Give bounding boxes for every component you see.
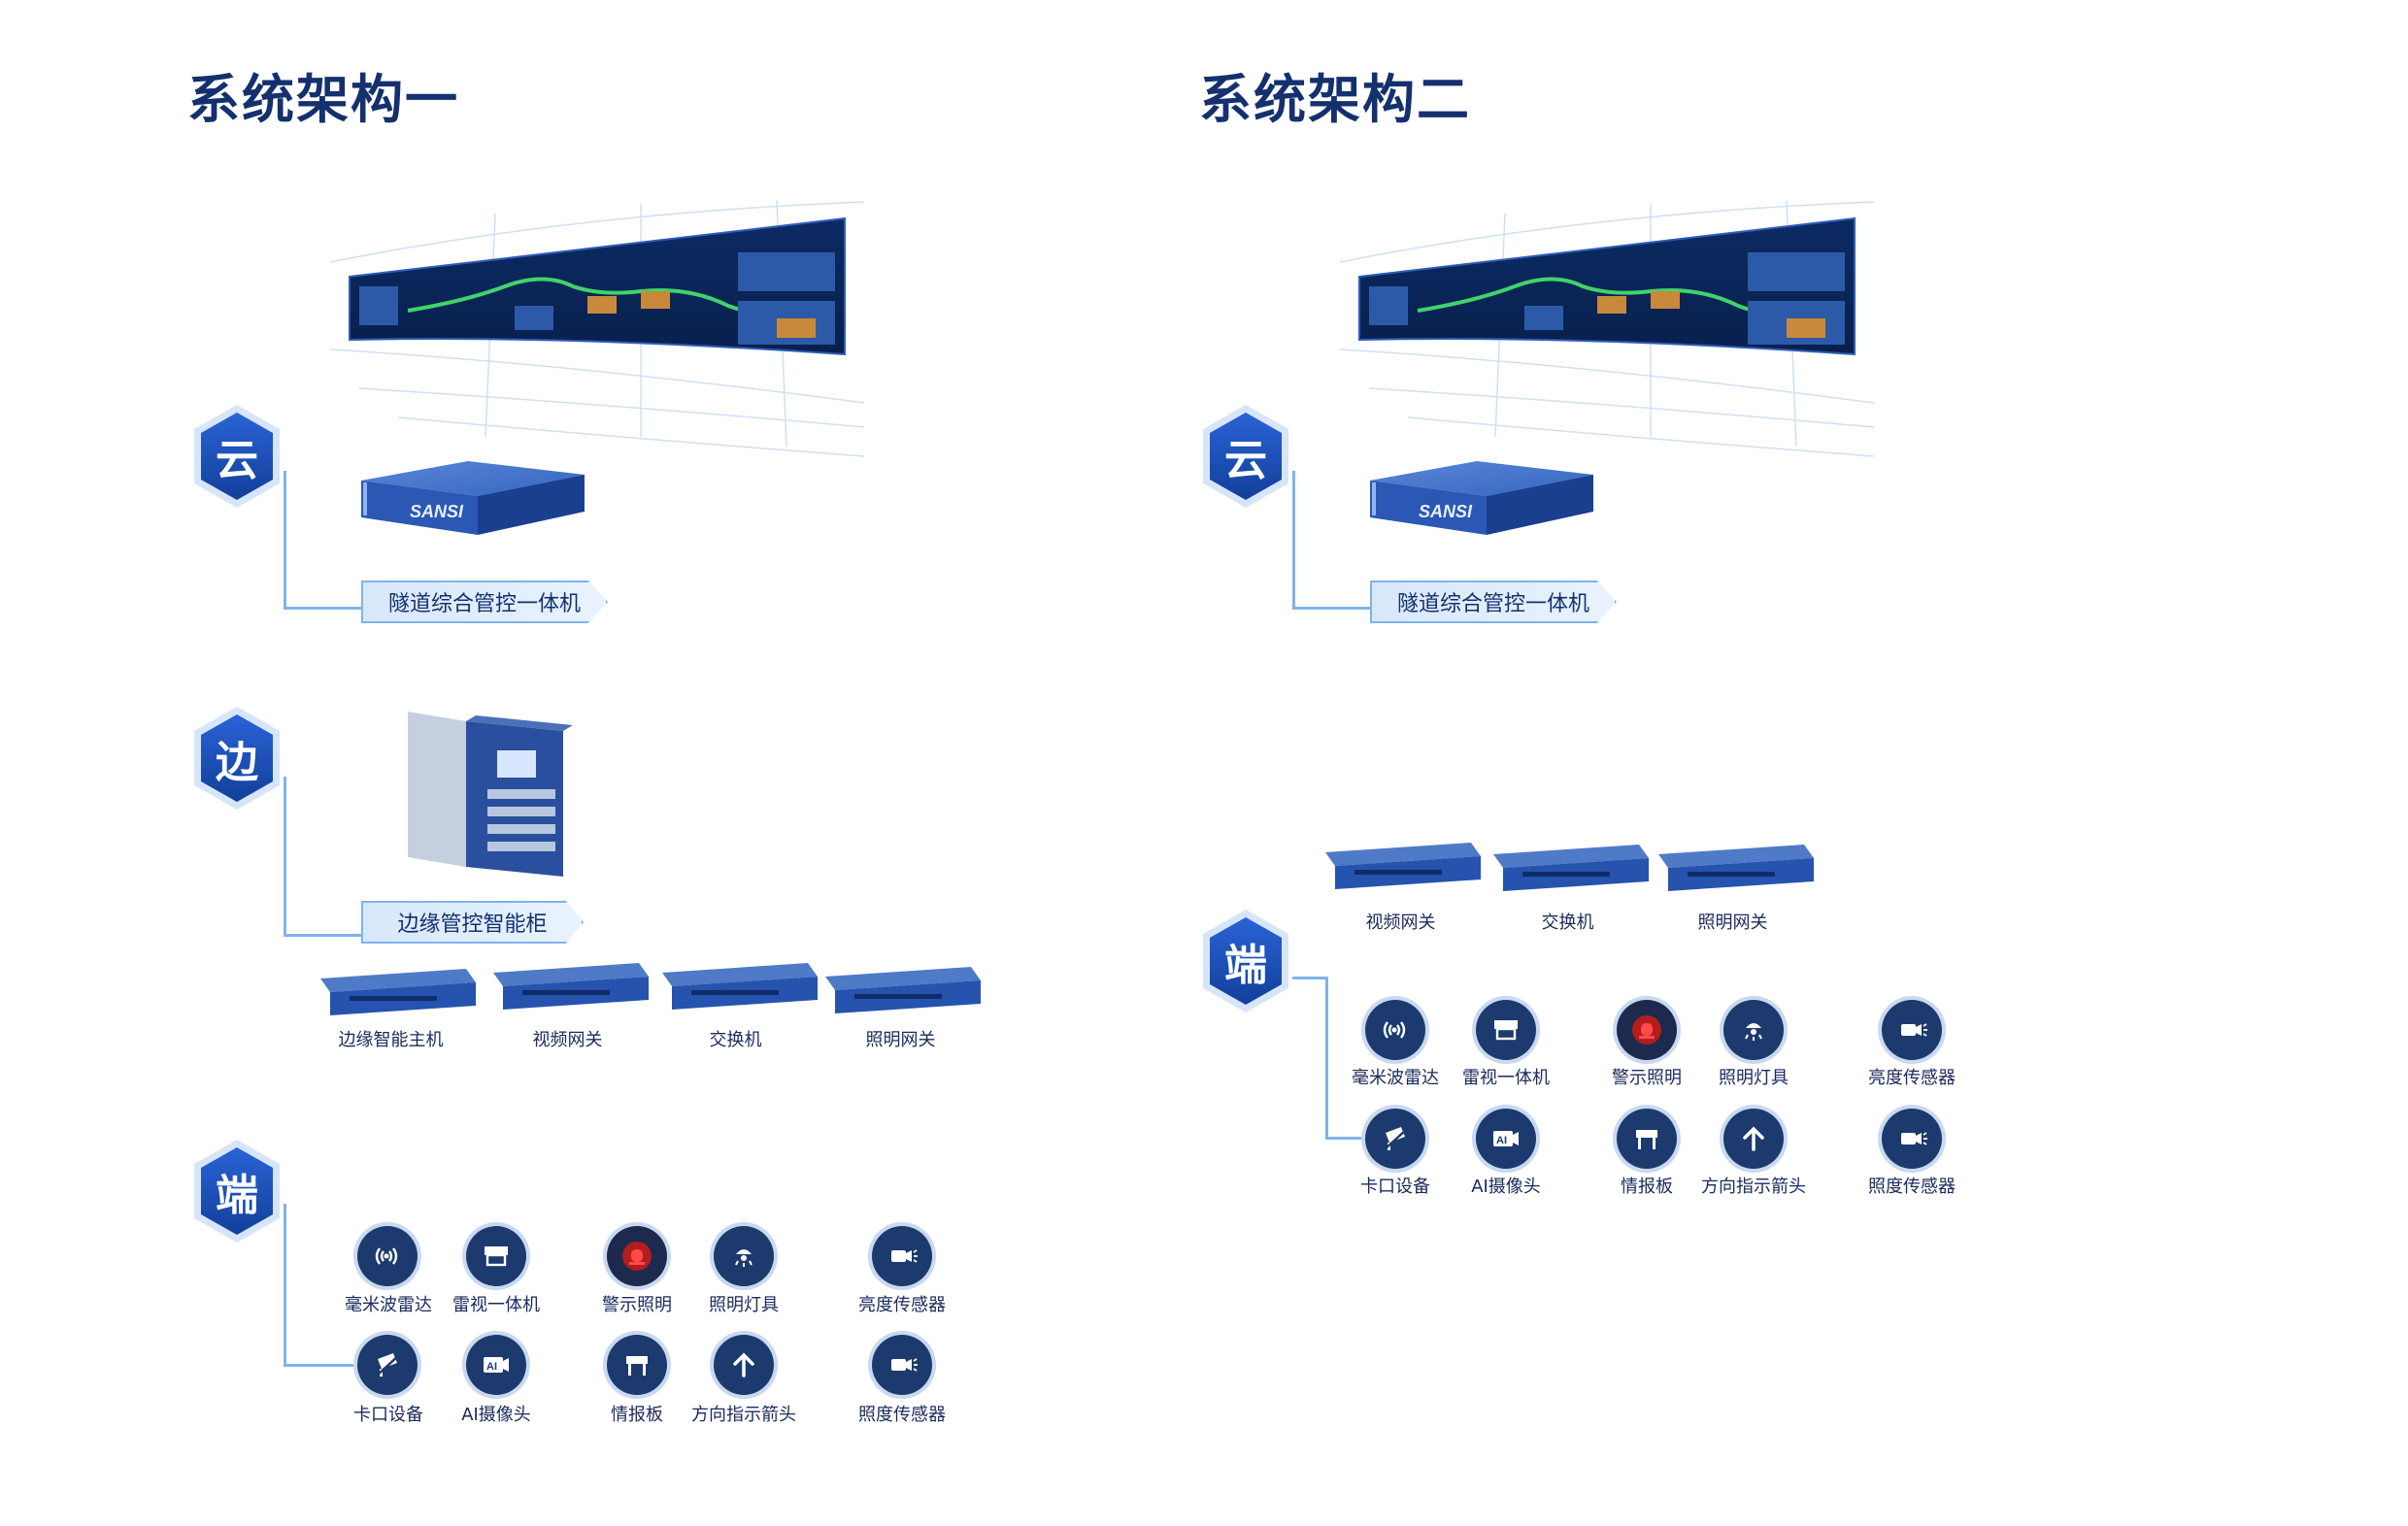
warning-light-icon-right [1617, 1000, 1677, 1060]
terminal-label-checkpoint-right: 卡口设备 [1360, 1177, 1430, 1197]
switch-device-left [662, 963, 818, 1010]
arrow-up-icon-right [1723, 1109, 1784, 1169]
terminal-label-direction-arrow: 方向指示箭头 [691, 1405, 796, 1425]
illuminance-sensor-icon-right [1882, 1109, 1942, 1169]
terminal-label-brightness-sensor-right: 亮度传感器 [1868, 1068, 1956, 1088]
end-connector-stub-right [1292, 977, 1328, 979]
end-tier-label: 端 [216, 1171, 258, 1220]
terminal-label-checkpoint: 卡口设备 [353, 1405, 423, 1425]
right-device-label-0: 视频网关 [1365, 912, 1436, 933]
terminal-label-illuminance-sensor-right: 照度传感器 [1868, 1177, 1956, 1197]
integrated-server-right: SANSI [1370, 461, 1593, 535]
video-gateway-device-right [1325, 843, 1481, 889]
illuminance-sensor-icon [872, 1335, 932, 1395]
cloud-hex-left: 云 [190, 403, 284, 510]
terminal-label-warning-light-right: 警示照明 [1612, 1068, 1682, 1088]
brightness-sensor-icon [872, 1226, 932, 1286]
warning-light-icon [607, 1226, 667, 1286]
radar-camera-icon-right [1476, 1000, 1536, 1060]
end-tier-label-right: 端 [1224, 941, 1267, 990]
edge-hex-left: 边 [190, 705, 284, 812]
info-board-icon [607, 1335, 667, 1395]
cloud-hex-right: 云 [1199, 403, 1292, 510]
terminal-label-radar-right: 毫米波雷达 [1352, 1068, 1439, 1088]
terminal-label-direction-arrow-right: 方向指示箭头 [1701, 1177, 1806, 1197]
edge-device-label-2: 交换机 [709, 1030, 762, 1050]
terminal-label-warning-light: 警示照明 [602, 1295, 672, 1315]
brightness-sensor-icon-right [1882, 1000, 1942, 1060]
end-hex-left: 端 [190, 1138, 284, 1244]
cloud-device-label-right: 隧道综合管控一体机 [1370, 581, 1617, 623]
end-connector-right [1325, 979, 1367, 1140]
terminal-label-ai-camera-right: AI摄像头 [1471, 1177, 1541, 1197]
radar-camera-icon [466, 1226, 526, 1286]
edge-cabinet [408, 712, 573, 877]
brand-text-right: SANSI [1419, 502, 1473, 521]
integrated-server-left: SANSI [361, 461, 585, 535]
right-device-label-1: 交换机 [1541, 912, 1594, 933]
lighting-gateway-device-right [1658, 845, 1814, 891]
radar-icon-right [1365, 1000, 1425, 1060]
control-screen-right [1338, 198, 1876, 458]
end-connector-left [284, 1204, 362, 1367]
cloud-tier-label: 云 [216, 436, 258, 485]
svg-text:AI: AI [1496, 1135, 1507, 1146]
terminal-label-radar: 毫米波雷达 [345, 1295, 432, 1315]
cloud-connector-right [1292, 471, 1373, 610]
edge-connector-left [284, 777, 364, 937]
edge-device-label-0: 边缘智能主机 [338, 1030, 444, 1050]
diagram-title-right: 系统架构二 [1199, 69, 1471, 130]
edge-cabinet-label: 边缘管控智能柜 [361, 901, 584, 944]
terminal-label-radar-camera: 雷视一体机 [452, 1295, 540, 1315]
terminal-label-light-fixture-right: 照明灯具 [1719, 1068, 1789, 1088]
cloud-device-label-left: 隧道综合管控一体机 [361, 581, 608, 623]
cloud-connector-left [284, 471, 364, 610]
checkpoint-camera-icon-right [1365, 1109, 1425, 1169]
terminal-label-light-fixture: 照明灯具 [709, 1295, 779, 1315]
ai-camera-icon-right: AI [1476, 1109, 1536, 1169]
light-fixture-icon-right [1723, 1000, 1784, 1060]
terminal-label-brightness-sensor: 亮度传感器 [858, 1295, 946, 1315]
cloud-tier-label-right: 云 [1224, 436, 1267, 485]
edge-tier-label: 边 [216, 738, 258, 787]
svg-text:AI: AI [486, 1361, 497, 1373]
terminal-label-ai-camera: AI摄像头 [461, 1405, 531, 1425]
checkpoint-camera-icon [357, 1335, 418, 1395]
video-gateway-device-left [493, 963, 649, 1010]
arrow-up-icon [714, 1335, 774, 1395]
ai-camera-icon: AI [466, 1335, 526, 1395]
switch-device-right [1493, 845, 1649, 891]
info-board-icon-right [1617, 1109, 1677, 1169]
edge-host-device [320, 969, 476, 1015]
edge-device-label-1: 视频网关 [532, 1030, 603, 1050]
end-hex-right: 端 [1199, 908, 1292, 1014]
light-fixture-icon [714, 1226, 774, 1286]
terminal-label-illuminance-sensor: 照度传感器 [858, 1405, 946, 1425]
right-device-label-2: 照明网关 [1697, 912, 1768, 933]
terminal-label-info-board-right: 情报板 [1621, 1177, 1673, 1197]
radar-icon [357, 1226, 418, 1286]
edge-device-label-3: 照明网关 [865, 1030, 936, 1050]
control-screen-left [328, 198, 866, 458]
terminal-label-info-board: 情报板 [611, 1405, 663, 1425]
diagram-title-left: 系统架构一 [187, 69, 459, 130]
lighting-gateway-device-left [825, 967, 981, 1013]
terminal-label-radar-camera-right: 雷视一体机 [1462, 1068, 1550, 1088]
brand-text: SANSI [410, 502, 464, 521]
